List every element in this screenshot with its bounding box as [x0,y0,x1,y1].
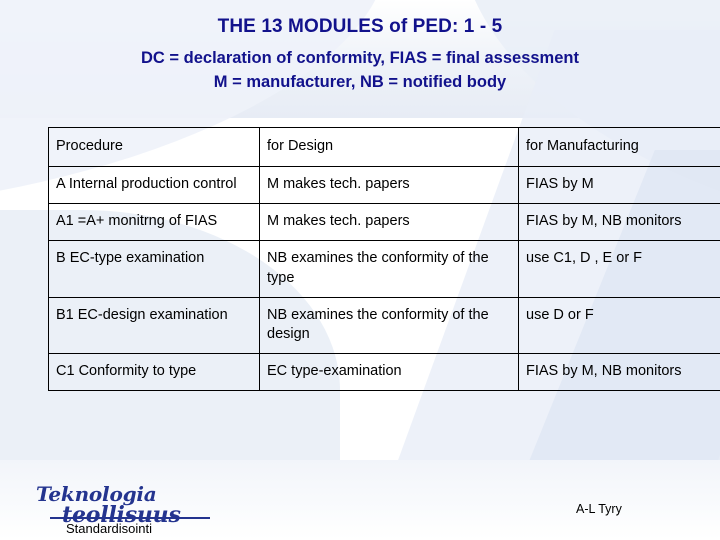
background-bottom-band [0,460,720,540]
table-body: A Internal production control M makes te… [48,166,720,392]
logo-line-2: teollisuus [62,502,181,528]
cell-procedure: A1 =A+ monitrng of FIAS [48,203,260,242]
table-row: A1 =A+ monitrng of FIAS M makes tech. pa… [48,203,720,242]
author-credit: A-L Tyry [576,502,622,516]
column-header-design: for Design [259,126,519,168]
cell-manufacturing: use C1, D , E or F [518,240,720,298]
column-header-procedure: Procedure [48,126,260,168]
cell-manufacturing: FIAS by M, NB monitors [518,352,720,392]
cell-procedure: A Internal production control [48,166,260,205]
cell-design: M makes tech. papers [259,166,519,205]
table-row: B EC-type examination NB examines the co… [48,240,720,298]
cell-design: NB examines the conformity of the type [259,240,519,298]
cell-manufacturing: use D or F [518,296,720,354]
subtitle-line-1: DC = declaration of conformity, FIAS = f… [141,49,579,67]
logo-line-1: Teknologia [36,482,157,506]
cell-manufacturing: FIAS by M, NB monitors [518,203,720,242]
modules-table: Procedure for Design for Manufacturing A… [48,126,720,392]
cell-procedure: B1 EC-design examination [48,296,260,354]
table-header: Procedure for Design for Manufacturing [48,126,720,168]
cell-design: M makes tech. papers [259,203,519,242]
page-title: THE 13 MODULES of PED: 1 - 5 [217,16,503,37]
cell-design: NB examines the conformity of the design [259,296,519,354]
cell-design: EC type-examination [259,352,519,392]
logo-caption: Standardisointi [66,521,152,536]
cell-procedure: B EC-type examination [48,240,260,298]
page-subtitle: DC = declaration of conformity, FIAS = f… [0,47,720,95]
organization-logo: Teknologia teollisuus [36,482,236,528]
logo-underline [50,517,210,519]
cell-manufacturing: FIAS by M [518,166,720,205]
cell-procedure: C1 Conformity to type [48,352,260,392]
table-row: B1 EC-design examination NB examines the… [48,296,720,354]
modules-table-wrapper: Procedure for Design for Manufacturing A… [48,126,720,392]
table-row: C1 Conformity to type EC type-examinatio… [48,352,720,392]
subtitle-line-2: M = manufacturer, NB = notified body [213,72,507,91]
table-header-row: Procedure for Design for Manufacturing [48,126,720,168]
column-header-manufacturing: for Manufacturing [518,126,720,168]
table-row: A Internal production control M makes te… [48,166,720,205]
